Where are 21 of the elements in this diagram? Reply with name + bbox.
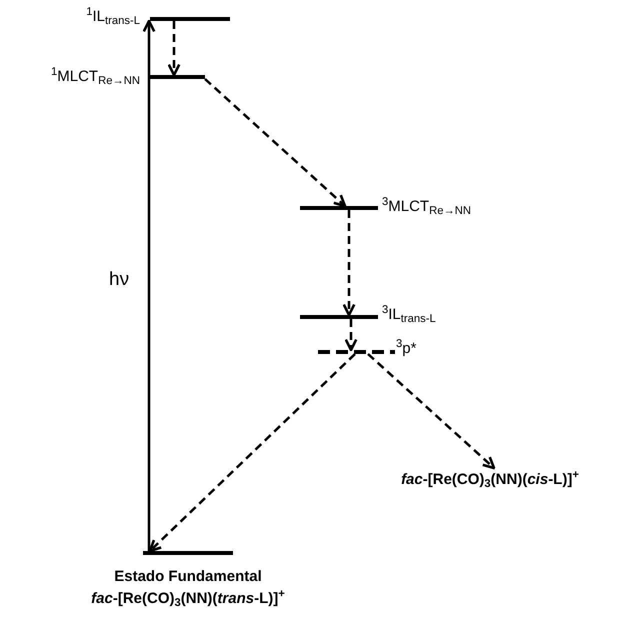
- energy-level-bar: [300, 315, 378, 319]
- state-label: $^{3}$MLCT$_{Re→NN}$: [382, 196, 471, 218]
- energy-level-bar: [318, 350, 395, 354]
- product-label: fac-[Re(CO)$_{3}$(NN)(cis-L)]$^{+}$: [401, 468, 579, 492]
- state-label: Estado Fundamental: [114, 567, 262, 587]
- energy-level-bar: [150, 75, 205, 79]
- state-label: $^{1}$IL$_{trans-L}$: [86, 6, 140, 28]
- state-label: fac-[Re(CO)$_{3}$(NN)(trans-L)]$^{+}$: [91, 588, 285, 610]
- energy-level-bar: [143, 551, 233, 555]
- transition-arrow: [142, 20, 156, 551]
- transition-arrow: [204, 78, 346, 208]
- transition-arrow: [168, 21, 180, 76]
- transition-arrow: [367, 353, 496, 470]
- transition-arrow: [148, 353, 356, 552]
- energy-level-bar: [150, 17, 230, 21]
- state-label: $^{3}$IL$_{trans-L}$: [382, 304, 436, 326]
- energy-level-bar: [300, 206, 378, 210]
- transition-arrow: [344, 319, 358, 352]
- transition-arrow: [342, 210, 356, 316]
- state-label: $^{3}$p*: [396, 338, 416, 359]
- state-label: $^{1}$MLCT$_{Re→NN}$: [51, 66, 140, 88]
